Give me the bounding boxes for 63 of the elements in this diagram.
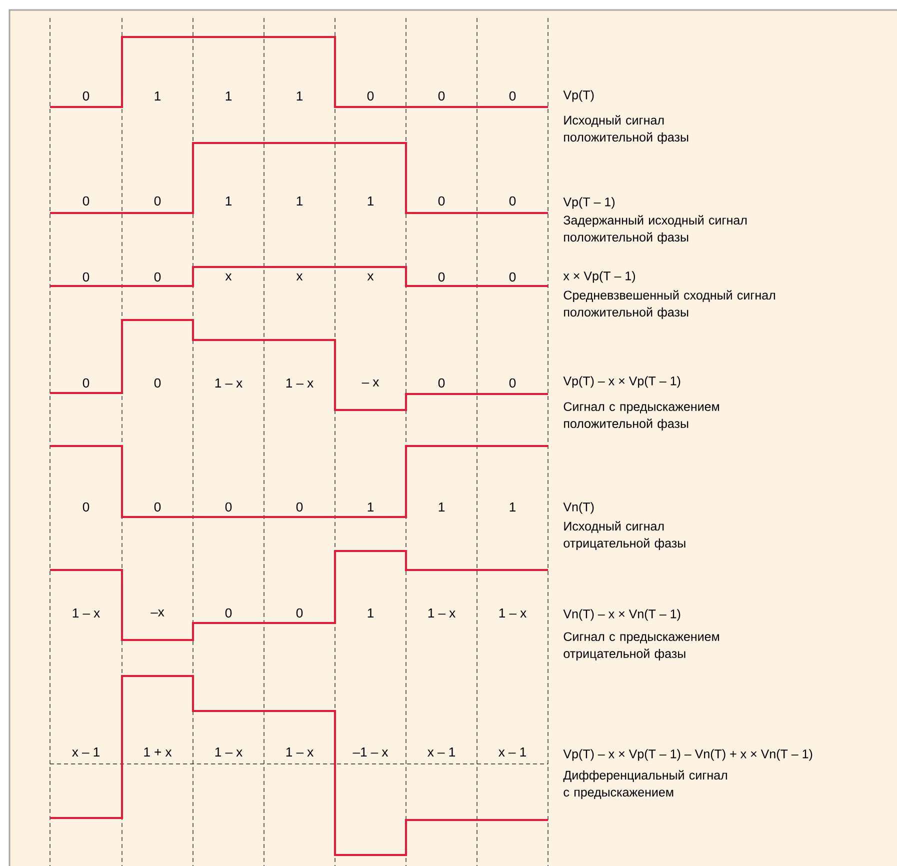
signal-value: –1 – x xyxy=(352,748,388,756)
signal-value: 0 xyxy=(367,91,374,101)
signal-description: Сигнал с предыскажением отрицательной фазы xyxy=(564,632,719,660)
signal-formula: Vp(T) – x × Vp(T – 1) xyxy=(563,376,680,388)
signal-value: 1 – x xyxy=(499,608,526,618)
signal-value: 1 xyxy=(368,196,374,206)
signal-value: –x xyxy=(150,610,164,616)
signal-value: 0 xyxy=(82,91,90,101)
signal-value: 0 xyxy=(82,502,90,512)
signal-value: x – 1 xyxy=(498,748,526,756)
signal-value: 0 xyxy=(438,91,445,101)
signal-value: 1 xyxy=(296,92,302,100)
signal-value: 1 xyxy=(296,196,302,206)
signal-value: 1 – x xyxy=(428,608,456,618)
signal-value: 0 xyxy=(82,272,90,282)
signal-value: x – 1 xyxy=(72,748,100,756)
signal-value: 0 xyxy=(509,378,516,388)
signal-value: 0 xyxy=(82,378,90,388)
signal-value: 0 xyxy=(225,502,232,512)
signal-description: Средневзвешенный сходный сигнал положительной фазы xyxy=(564,290,775,320)
signal-value: 0 xyxy=(154,272,161,282)
signal-description: Дифференциальный сигнал с предыскажением xyxy=(563,770,727,800)
signal-formula: Vn(T) xyxy=(563,502,594,514)
signal-value: 1 xyxy=(438,502,444,512)
signal-value: 1 – x xyxy=(215,378,242,388)
signal-description: Исходный сигнал отрицательной фазы xyxy=(564,521,686,550)
signal-formula: Vp(T) – x × Vp(T – 1) – Vn(T) + x × Vn(T – 1) xyxy=(563,749,812,761)
signal-value: – x xyxy=(362,380,380,386)
signal-formula: Vn(T) – x × Vn(T – 1) xyxy=(563,609,680,621)
signal-value: 0 xyxy=(154,378,161,388)
signal-value: 1 xyxy=(226,92,232,100)
signal-value: 0 xyxy=(154,196,161,206)
signal-value: 0 xyxy=(154,502,161,512)
signal-value: 1 – x xyxy=(286,748,314,756)
signal-value: 1 xyxy=(368,502,374,512)
signal-value: 1 xyxy=(368,608,374,618)
signal-formula: Vp(T – 1) xyxy=(563,197,615,209)
signal-formula: Vp(T) xyxy=(563,90,594,102)
signal-value: 0 xyxy=(296,608,303,618)
signal-value: 0 xyxy=(509,196,516,206)
signal-value: 1 – x xyxy=(215,748,242,756)
signal-value: 0 xyxy=(438,272,445,282)
signal-value: x xyxy=(296,274,303,280)
signal-formula: x × Vp(T – 1) xyxy=(563,271,636,283)
signal-value: 1 xyxy=(510,502,516,512)
signal-value: 1 – x xyxy=(286,378,314,388)
signal-value: 0 xyxy=(509,91,516,101)
signal-value: 0 xyxy=(438,378,445,388)
signal-value: 1 xyxy=(154,92,160,100)
signal-value: 0 xyxy=(225,608,232,618)
signal-value: 1 + x xyxy=(144,748,172,756)
signal-value: x – 1 xyxy=(428,748,455,756)
signal-value: 0 xyxy=(296,502,303,512)
signal-value: 0 xyxy=(438,196,445,206)
signal-value: 0 xyxy=(82,196,90,206)
signal-value: 1 – x xyxy=(72,608,100,618)
signal-value: x xyxy=(367,274,374,280)
signal-description: Задержанный исходный сигнал положительной фазы xyxy=(564,215,747,244)
signal-value: 1 xyxy=(226,196,232,206)
signal-value: 0 xyxy=(509,272,516,282)
signal-description: Исходный сигнал положительной фазы xyxy=(564,115,688,144)
signal-description: Сигнал с предыскажением положительной фазы xyxy=(564,402,719,430)
signal-value: x xyxy=(225,274,232,280)
